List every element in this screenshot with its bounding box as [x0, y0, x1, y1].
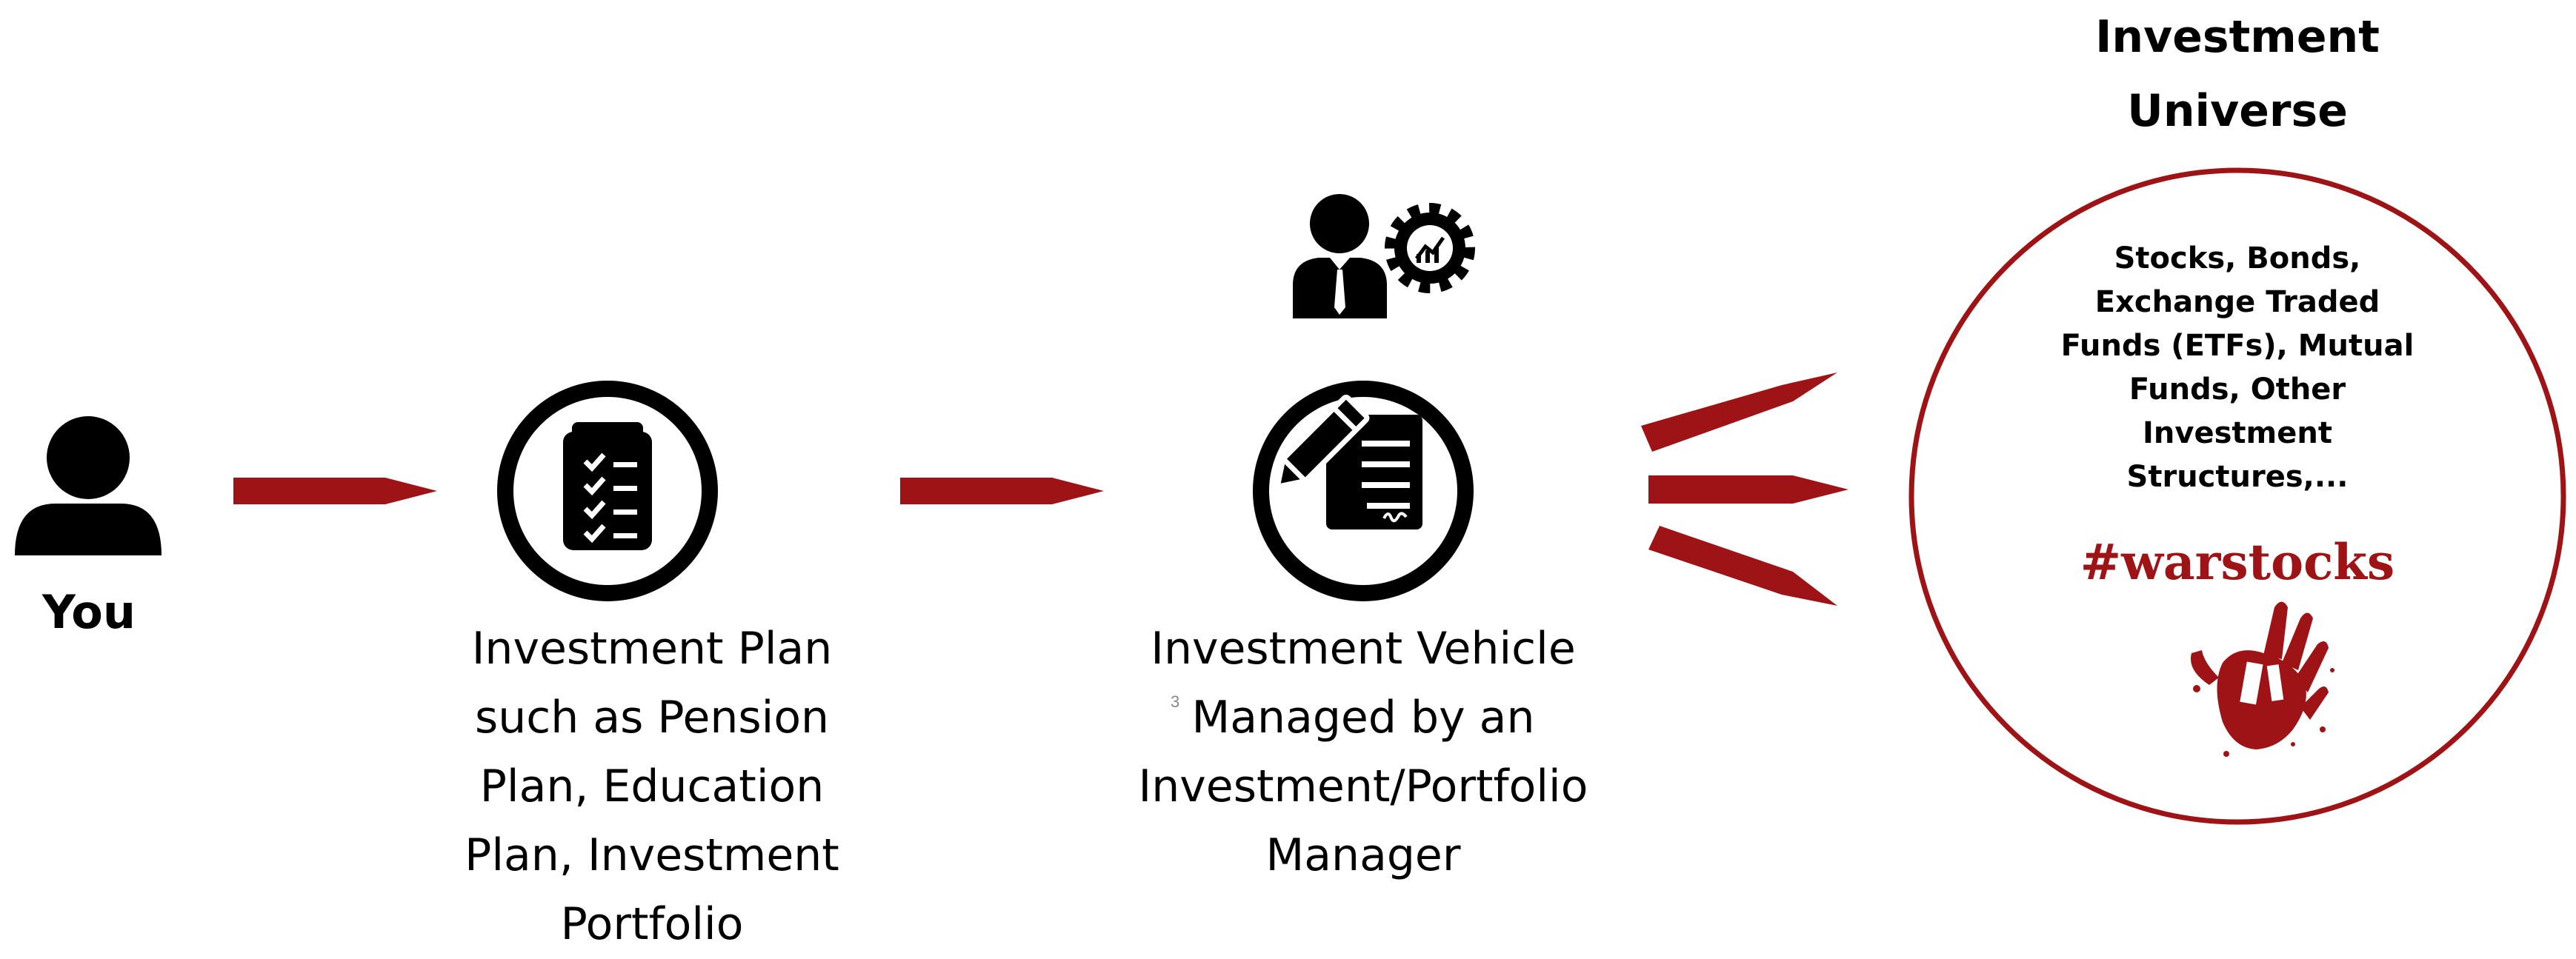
arrow-universe-to-vehicle-top	[1641, 372, 1837, 452]
person-icon	[15, 416, 162, 555]
manager-gear-chart-icon	[1293, 194, 1475, 318]
warstocks-hashtag: #warstocks	[2080, 533, 2395, 591]
investment-universe-title: Investment Universe	[2095, 11, 2380, 137]
you-label: You	[42, 585, 136, 639]
investment-plan-label: Investment Plan such as Pension Plan, Ed…	[465, 623, 839, 950]
clipboard-checklist-icon	[563, 422, 652, 550]
investment-vehicle-label: Investment Vehicle Managed by an Investm…	[1138, 623, 1588, 881]
vehicle-circle	[1253, 381, 1474, 601]
arrow-plan-to-vehicle	[900, 478, 1104, 504]
footnote-marker: 3	[1171, 692, 1180, 711]
investment-universe-contents: Stocks, Bonds, Exchange Traded Funds (ET…	[2060, 241, 2414, 494]
arrow-universe-to-vehicle-middle	[1648, 475, 1848, 504]
universe-circle	[1908, 167, 2566, 825]
plan-circle	[497, 381, 718, 601]
bloody-handprint-icon	[2191, 601, 2334, 757]
arrow-universe-to-vehicle-bottom	[1648, 526, 1837, 606]
arrow-you-to-plan	[233, 478, 437, 504]
contract-signing-icon	[1274, 395, 1422, 529]
